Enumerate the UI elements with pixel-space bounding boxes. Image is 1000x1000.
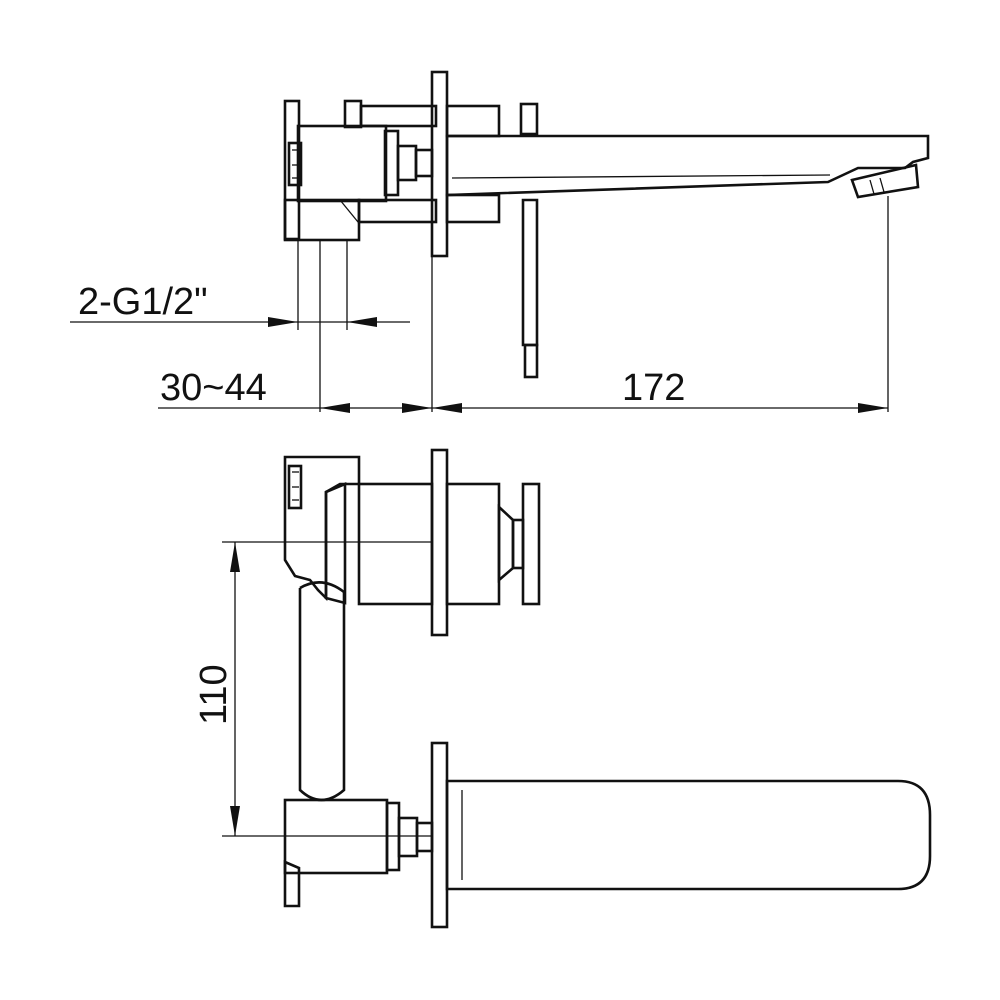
thread-dimension: 2-G1/2" bbox=[70, 281, 410, 327]
diverter-body bbox=[357, 482, 434, 606]
knob-base bbox=[445, 482, 501, 606]
wall-depth-label: 30~44 bbox=[160, 367, 267, 409]
mixer-housing-plan bbox=[283, 455, 361, 602]
connecting-pipe bbox=[298, 588, 346, 802]
aerator bbox=[850, 163, 920, 199]
lever-handle bbox=[521, 198, 539, 347]
lever-top bbox=[519, 102, 539, 136]
thread-label: 2-G1/2" bbox=[78, 281, 208, 323]
rear-rod bbox=[343, 99, 363, 129]
center-distance-dimension: 110 bbox=[193, 542, 240, 836]
cartridge-slot bbox=[287, 141, 303, 187]
spout bbox=[445, 134, 930, 197]
plan-view bbox=[283, 448, 932, 929]
upper-flange bbox=[430, 448, 449, 637]
wall-flange bbox=[430, 70, 449, 258]
side-view bbox=[283, 70, 930, 379]
lower-body bbox=[283, 198, 361, 242]
extension-lines bbox=[297, 196, 889, 412]
spout-projection-label: 172 bbox=[622, 367, 685, 409]
center-lines bbox=[222, 541, 432, 837]
mixer-body bbox=[296, 124, 388, 203]
spout-plan bbox=[445, 779, 932, 891]
center-distance-label: 110 bbox=[193, 664, 235, 725]
knob bbox=[521, 482, 541, 606]
lower-flange bbox=[430, 741, 449, 929]
depth-dimension: 30~44 172 bbox=[158, 367, 888, 413]
